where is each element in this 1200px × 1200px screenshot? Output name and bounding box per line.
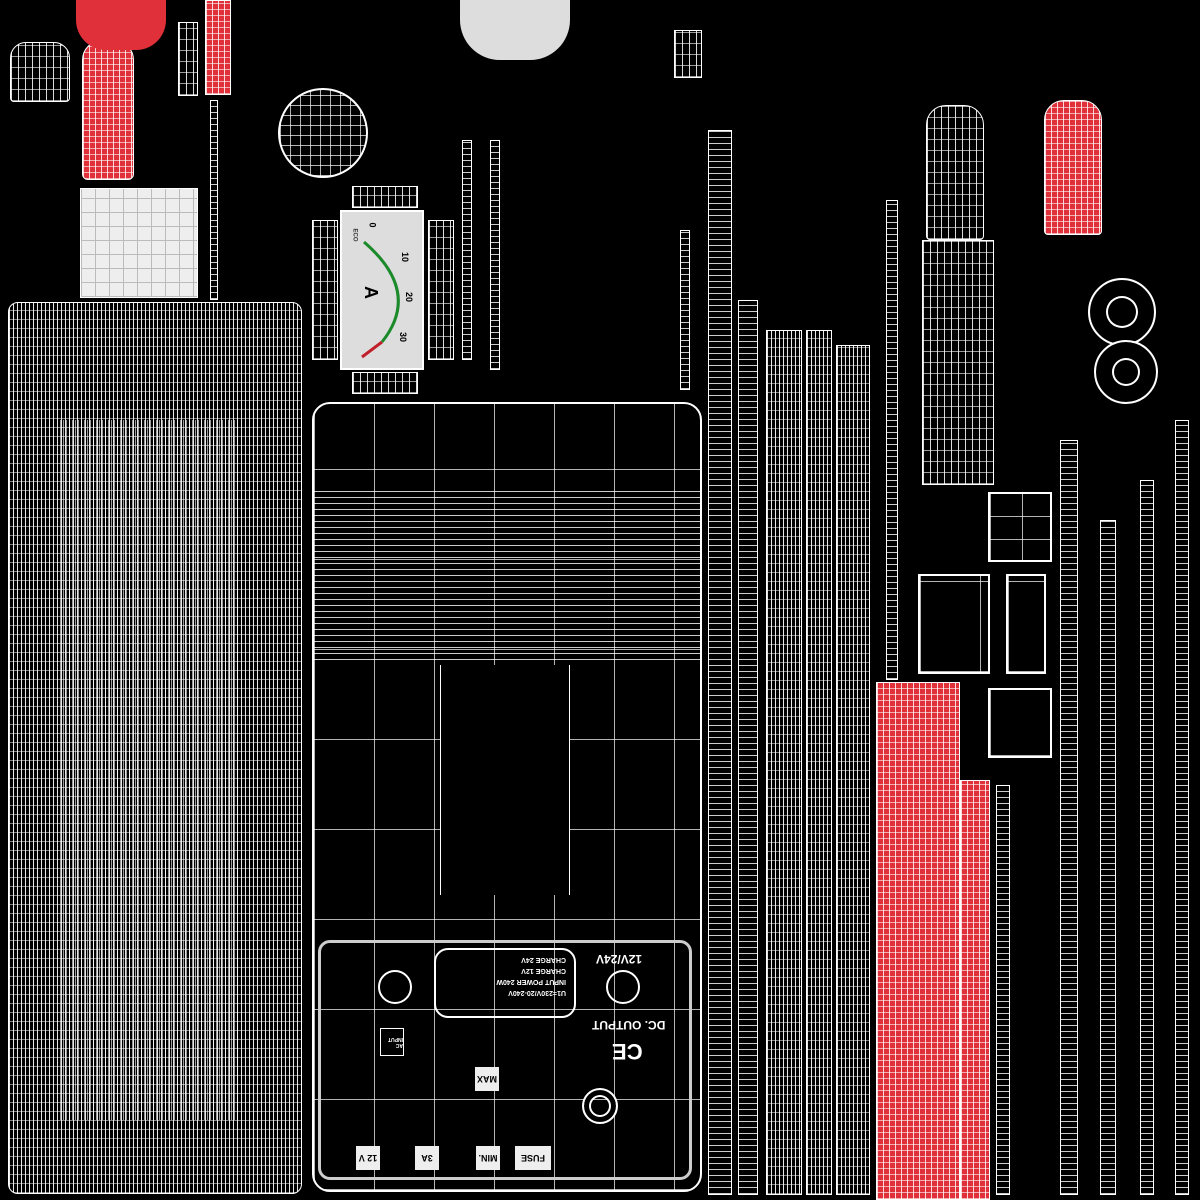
small-strip	[462, 140, 472, 360]
right-strip	[1100, 520, 1116, 1195]
gauge-unit: A	[361, 286, 381, 299]
dc-output-label: DC. OUTPUT	[592, 1018, 666, 1032]
long-strip	[806, 330, 832, 1195]
button-12v: 12 V	[356, 1146, 380, 1170]
spec-line: U1=230V/20-240V	[508, 989, 566, 996]
panel-block	[988, 688, 1052, 758]
small-strip	[680, 230, 690, 390]
clamp-jaw-1	[10, 42, 70, 102]
screw-hole-right	[606, 970, 640, 1004]
connector-ring-2	[1094, 340, 1158, 404]
voltage-label: 12V/24V	[596, 952, 643, 966]
button-fuse: FUSE	[515, 1146, 551, 1170]
panel-block	[918, 574, 990, 674]
long-strip	[836, 345, 870, 1195]
red-cable-island-2	[960, 780, 990, 1200]
gauge-frame-top	[352, 186, 418, 208]
screw-hole-left	[378, 970, 412, 1004]
battery-terminal-island	[922, 240, 994, 485]
panel-inner-black	[440, 665, 570, 895]
long-strip	[708, 130, 732, 1195]
connector-ring-1	[1088, 278, 1156, 346]
red-clamp-top-1	[76, 0, 166, 50]
red-cable-island	[876, 682, 960, 1200]
panel-ribs	[312, 490, 702, 660]
gauge-arc	[361, 240, 400, 359]
gauge-mode: ECO	[351, 228, 358, 242]
ammeter-gauge: A ECO 0 10 20 30	[340, 210, 424, 370]
spec-label-box: U1=230V/20-240V INPUT POWER 240W CHARGE …	[434, 948, 576, 1018]
spec-line: CHARGE 12V	[521, 967, 566, 974]
small-strip	[886, 200, 898, 680]
cable-sphere	[278, 88, 368, 178]
gauge-tick-20: 20	[404, 291, 415, 303]
ac-input-icon: AC INPUT	[380, 1028, 404, 1056]
red-clamp-handle-2	[205, 0, 231, 95]
small-strip	[210, 100, 218, 300]
rear-label-frame	[318, 940, 692, 1180]
right-strip	[996, 785, 1010, 1195]
ce-mark: CE	[612, 1039, 643, 1064]
spec-line: CHARGE 24V	[521, 956, 566, 963]
left-body-dense-band	[60, 420, 240, 1120]
right-strip	[1060, 440, 1078, 1195]
white-shape-top	[460, 0, 570, 60]
gauge-frame-left	[312, 220, 338, 360]
panel-block	[988, 492, 1052, 562]
small-block	[178, 22, 198, 96]
white-grip-island	[80, 188, 198, 298]
clamp-jaw-right	[926, 105, 984, 240]
red-clamp-handle-right	[1044, 100, 1102, 235]
small-strip	[490, 140, 500, 370]
gauge-tick-0: 0	[367, 222, 378, 228]
button-3a: 3A	[415, 1146, 439, 1170]
right-strip	[1175, 420, 1189, 1195]
right-strip	[1140, 480, 1154, 1195]
red-clamp-handle-1	[82, 40, 134, 180]
gauge-tick-10: 10	[400, 251, 411, 263]
output-socket	[582, 1088, 618, 1124]
button-min: MIN.	[476, 1146, 500, 1170]
long-strip	[738, 300, 758, 1195]
gauge-tick-30: 30	[398, 331, 409, 343]
gauge-frame-right	[428, 220, 454, 360]
gauge-frame-bottom	[352, 372, 418, 394]
button-max: MAX	[475, 1067, 499, 1091]
small-block	[674, 30, 702, 78]
spec-line: INPUT POWER 240W	[496, 978, 566, 985]
long-strip	[766, 330, 802, 1195]
panel-block	[1006, 574, 1046, 674]
